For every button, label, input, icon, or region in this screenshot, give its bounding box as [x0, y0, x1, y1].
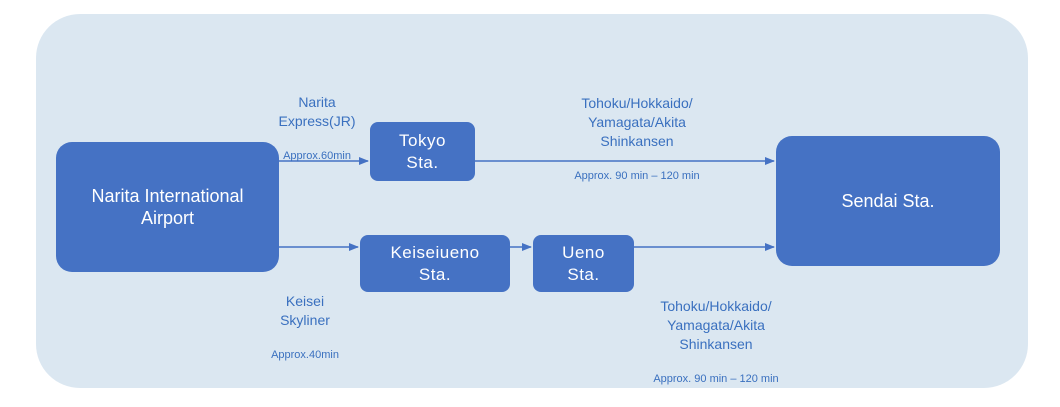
route-name: Tohoku/Hokkaido/ Yamagata/Akita Shinkans… — [581, 95, 693, 149]
route-time: Approx.40min — [271, 349, 339, 361]
route-label-shinkansen-top: Tohoku/Hokkaido/ Yamagata/Akita Shinkans… — [537, 76, 737, 201]
node-tokyo-station: Tokyo Sta. — [370, 122, 475, 181]
node-ueno-station: Ueno Sta. — [533, 235, 634, 292]
node-keiseiueno-station: Keiseiueno Sta. — [360, 235, 510, 292]
route-label-shinkansen-bottom: Tohoku/Hokkaido/ Yamagata/Akita Shinkans… — [616, 279, 816, 404]
node-sendai-station: Sendai Sta. — [776, 136, 1000, 266]
route-time: Approx. 90 min – 120 min — [574, 170, 700, 182]
route-name: Keisei Skyliner — [280, 293, 330, 328]
route-label-keisei-skyliner: Keisei Skyliner Approx.40min — [250, 274, 360, 380]
node-narita-airport: Narita International Airport — [56, 142, 279, 272]
route-time: Approx. 90 min – 120 min — [653, 373, 779, 385]
route-name: Narita Express(JR) — [278, 94, 356, 129]
route-label-narita-express: Narita Express(JR) Approx.60min — [262, 75, 372, 181]
route-time: Approx.60min — [283, 150, 351, 162]
route-name: Tohoku/Hokkaido/ Yamagata/Akita Shinkans… — [660, 298, 772, 352]
